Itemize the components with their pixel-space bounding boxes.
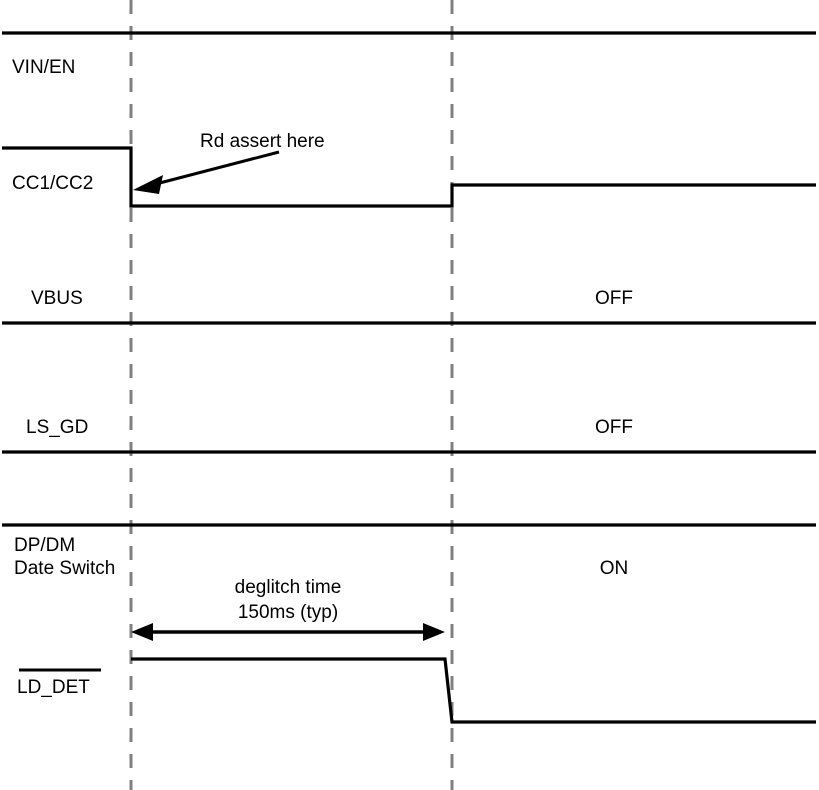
- state-label-dp-dm-data-switch: ON: [599, 558, 629, 579]
- deglitch-arrow-head-right: [423, 623, 445, 641]
- signal-label-cc1-cc2: CC1/CC2: [12, 173, 94, 194]
- deglitch-time-label: deglitch time: [234, 577, 342, 598]
- signal-label-ld-det: LD_DET: [17, 677, 90, 698]
- signal-label-vin-en: VIN/EN: [12, 57, 76, 78]
- state-label-ls-gd: OFF: [595, 417, 633, 438]
- waveform-cc1-cc2: [2, 146, 816, 208]
- signal-label-ls-gd: LS_GD: [26, 417, 89, 438]
- rd-assert-arrow-head: [133, 175, 163, 194]
- marker-lines: [129, 0, 454, 790]
- waveform-ld-det: [131, 657, 816, 724]
- waveforms: [2, 31, 816, 724]
- state-label-vbus: OFF: [595, 288, 633, 309]
- annotation-rd-assert-text: Rd assert here: [200, 131, 325, 152]
- deglitch-time-value: 150ms (typ): [237, 602, 339, 623]
- deglitch-arrow-head-left: [131, 623, 153, 641]
- deglitch-span-arrow: [131, 623, 445, 641]
- signal-label-dp-dm-data-switch: DP/DM Date Switch: [14, 535, 116, 579]
- signal-label-vbus: VBUS: [31, 288, 83, 309]
- rd-assert-arrow: [133, 150, 280, 194]
